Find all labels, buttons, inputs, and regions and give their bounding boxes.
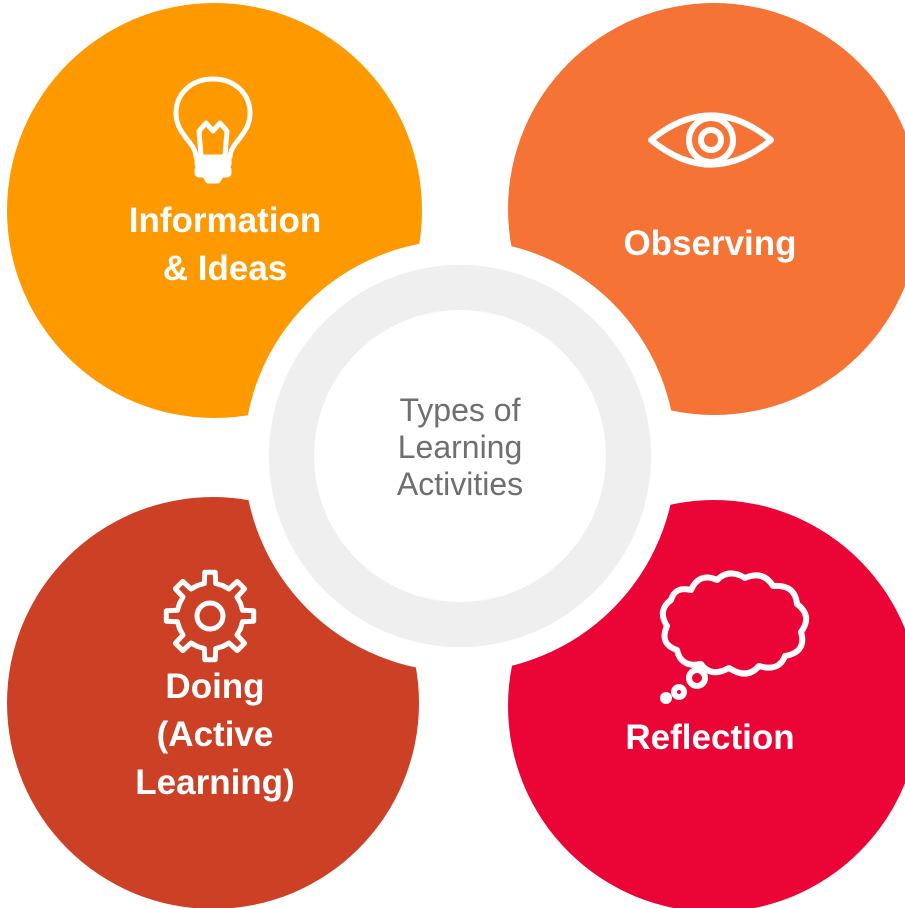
lightbulb-icon (168, 75, 258, 185)
eye-icon (646, 105, 776, 175)
label-line: & Ideas (162, 249, 288, 288)
label-line: Observing (623, 224, 797, 263)
doing-label: Doing (Active Learning) (65, 663, 365, 807)
reflection-label: Reflection (560, 714, 860, 762)
center-title: Types of Learning Activities (310, 392, 610, 503)
observing-label: Observing (560, 220, 860, 268)
label-line: Reflection (625, 718, 795, 757)
information-ideas-label: Information & Ideas (75, 197, 375, 293)
center-title-line: Activities (396, 466, 524, 502)
center-title-line: Types of (399, 392, 521, 428)
gear-outline (163, 569, 257, 663)
center-hub-inner (314, 310, 606, 602)
center-title-line: Learning (397, 429, 523, 465)
gear-icon (160, 566, 260, 666)
label-line: Learning) (135, 763, 295, 802)
label-line: (Active (156, 715, 274, 754)
gear-hole (194, 600, 226, 632)
label-line: Information (128, 201, 322, 240)
label-line: Doing (165, 667, 265, 706)
thought-cloud-icon (655, 568, 815, 704)
